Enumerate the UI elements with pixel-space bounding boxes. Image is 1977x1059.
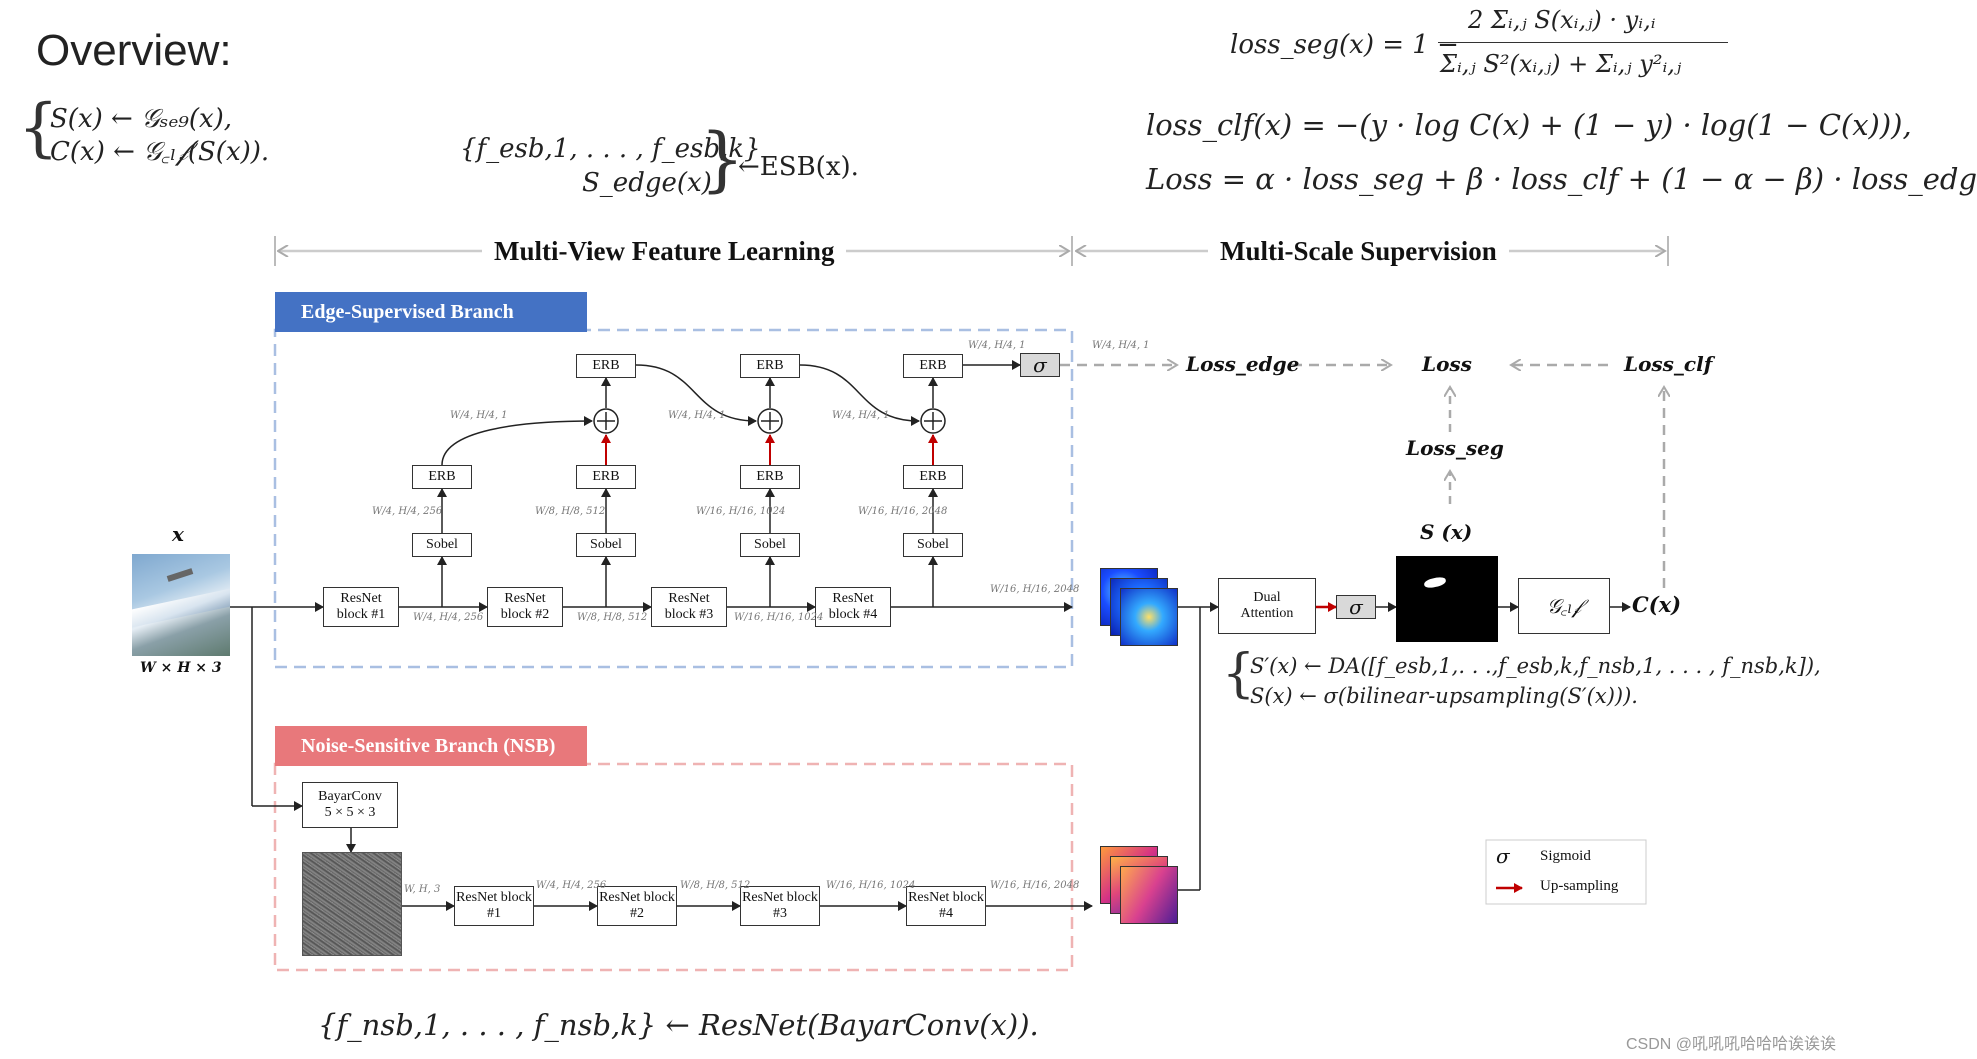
g-clf-box: 𝒢꜀ₗ𝒻: [1518, 578, 1610, 634]
esb-dim-sigma-in: W/4, H/4, 1: [968, 340, 1026, 351]
loss-total-label: Loss: [1422, 352, 1472, 376]
nsb-resnet-block-1: ResNet block #1: [454, 886, 534, 926]
segmentation-mask: [1396, 556, 1498, 642]
dual-attention-box: Dual Attention: [1218, 578, 1316, 634]
esb-feature-map-3: [1120, 588, 1178, 646]
formula-da-1: S′(x) ← DA([f_esb,1,. . .,f_esb,k,f_nsb,…: [1250, 654, 1821, 678]
left-brace: {: [18, 91, 59, 165]
da-brace: {: [1222, 644, 1256, 704]
dual-attention-line1: Dual: [1253, 589, 1281, 605]
fraction-bar: [1438, 42, 1728, 43]
right-brace: }: [700, 118, 745, 200]
esb-resnet-block-2: ResNet block #2: [487, 587, 563, 627]
formula-nsb-bottom: {f_nsb,1, . . . , f_nsb,k} ← ResNet(Baya…: [318, 1008, 1039, 1042]
erb-lower-1: ERB: [412, 465, 472, 489]
esb-dim-resnet-4: W/16, H/16, 2048: [990, 584, 1080, 595]
nsb-resnet-block-4: ResNet block #4: [906, 886, 986, 926]
sobel-box-4: Sobel: [903, 533, 963, 557]
formula-loss-seg-num: 2 Σᵢ,ⱼ S(xᵢ,ⱼ) · yᵢ,ᵢ: [1468, 6, 1656, 34]
dual-attention-line2: Attention: [1240, 606, 1294, 621]
nsb-resnet-block-2: ResNet block #2: [597, 886, 677, 926]
input-image: [132, 554, 230, 656]
esb-dim-sobel-2: W/8, H/8, 512: [535, 506, 606, 517]
bayarconv-line1: BayarConv: [318, 788, 382, 804]
erb-upper-3: ERB: [903, 354, 963, 378]
esb-resnet-block-1: ResNet block #1: [323, 587, 399, 627]
formula-esb-right: ←ESB(x).: [738, 152, 859, 182]
legend-sigma-symbol: σ: [1496, 844, 1510, 868]
nsb-dim-2: W/8, H/8, 512: [680, 880, 751, 891]
formula-loss-clf: loss_clf(x) = −(y · log C(x) + (1 − y) ·…: [1146, 108, 1912, 142]
esb-dim-resnet-1: W/4, H/4, 256: [413, 612, 484, 623]
input-symbol: x: [172, 522, 184, 546]
formula-da-2: S(x) ← σ(bilinear-upsampling(S′(x))).: [1250, 684, 1638, 708]
legend-up-label: Up-sampling: [1540, 878, 1619, 894]
formula-loss-seg-den: Σᵢ,ⱼ S²(xᵢ,ⱼ) + Σᵢ,ⱼ y²ᵢ,ⱼ: [1440, 50, 1682, 78]
bayarconv-box: BayarConv 5 × 5 × 3: [302, 782, 398, 828]
loss-seg-label: Loss_seg: [1406, 436, 1504, 460]
watermark: CSDN @吼吼吼哈哈哈诶诶诶: [1626, 1036, 1837, 1053]
erb-lower-3: ERB: [740, 465, 800, 489]
formula-loss-total: Loss = α · loss_seg + β · loss_clf + (1 …: [1146, 162, 1977, 196]
section-multi-view: Multi-View Feature Learning: [482, 236, 847, 267]
erb-upper-1: ERB: [576, 354, 636, 378]
formula-esb-bottom: S_edge(x): [582, 168, 712, 198]
head-sigma-box: σ: [1336, 595, 1376, 619]
erb-lower-2: ERB: [576, 465, 636, 489]
nsb-title: Noise-Sensitive Branch (NSB): [275, 726, 587, 766]
esb-sigma-box: σ: [1020, 353, 1060, 377]
nsb-dim-1: W/4, H/4, 256: [536, 880, 607, 891]
esb-dim-erb-1: W/4, H/4, 1: [450, 410, 508, 421]
c-of-x-label: C(x): [1632, 592, 1682, 617]
input-size: W × H × 3: [140, 660, 222, 676]
esb-resnet-block-4: ResNet block #4: [815, 587, 891, 627]
esb-dim-resnet-2: W/8, H/8, 512: [577, 612, 648, 623]
diagram-lines: [230, 236, 1887, 972]
esb-dim-resnet-3: W/16, H/16, 1024: [734, 612, 824, 623]
s-of-x-label: S (x): [1420, 520, 1473, 544]
esb-title: Edge-Supervised Branch (ESB): [275, 292, 587, 363]
erb-lower-4: ERB: [903, 465, 963, 489]
loss-edge-label: Loss_edge: [1186, 352, 1300, 376]
formula-loss-seg-lhs: loss_seg(x) = 1 −: [1230, 30, 1459, 60]
noise-residual-image: [302, 852, 402, 956]
nsb-dim-4: W/16, H/16, 2048: [990, 880, 1080, 891]
esb-dim-sigma-out: W/4, H/4, 1: [1092, 340, 1150, 351]
esb-dim-sobel-1: W/4, H/4, 256: [372, 506, 443, 517]
section-multi-scale: Multi-Scale Supervision: [1208, 236, 1509, 267]
nsb-dim-3: W/16, H/16, 1024: [826, 880, 916, 891]
sobel-box-2: Sobel: [576, 533, 636, 557]
erb-upper-2: ERB: [740, 354, 800, 378]
page-title: Overview:: [36, 26, 232, 75]
formula-esb-top: {f_esb,1, . . . , f_esb,k}: [460, 134, 761, 164]
bayarconv-line2: 5 × 5 × 3: [324, 805, 376, 820]
sobel-box-3: Sobel: [740, 533, 800, 557]
nsb-dim-0: W, H, 3: [404, 884, 441, 895]
loss-clf-label: Loss_clf: [1624, 352, 1713, 376]
esb-dim-sobel-4: W/16, H/16, 2048: [858, 506, 948, 517]
esb-resnet-block-3: ResNet block #3: [651, 587, 727, 627]
esb-dim-erb-3: W/4, H/4, 1: [832, 410, 890, 421]
formula-gen-s: S(x) ← 𝒢ₛₑ₉(x),: [50, 104, 233, 134]
nsb-resnet-block-3: ResNet block #3: [740, 886, 820, 926]
sobel-box-1: Sobel: [412, 533, 472, 557]
legend-sigma-label: Sigmoid: [1540, 848, 1591, 864]
nsb-feature-map-3: [1120, 866, 1178, 924]
esb-dim-sobel-3: W/16, H/16, 1024: [696, 506, 786, 517]
esb-dim-erb-2: W/4, H/4, 1: [668, 410, 726, 421]
formula-gen-c: C(x) ← 𝒢꜀ₗ𝒻(S(x)).: [50, 137, 270, 167]
